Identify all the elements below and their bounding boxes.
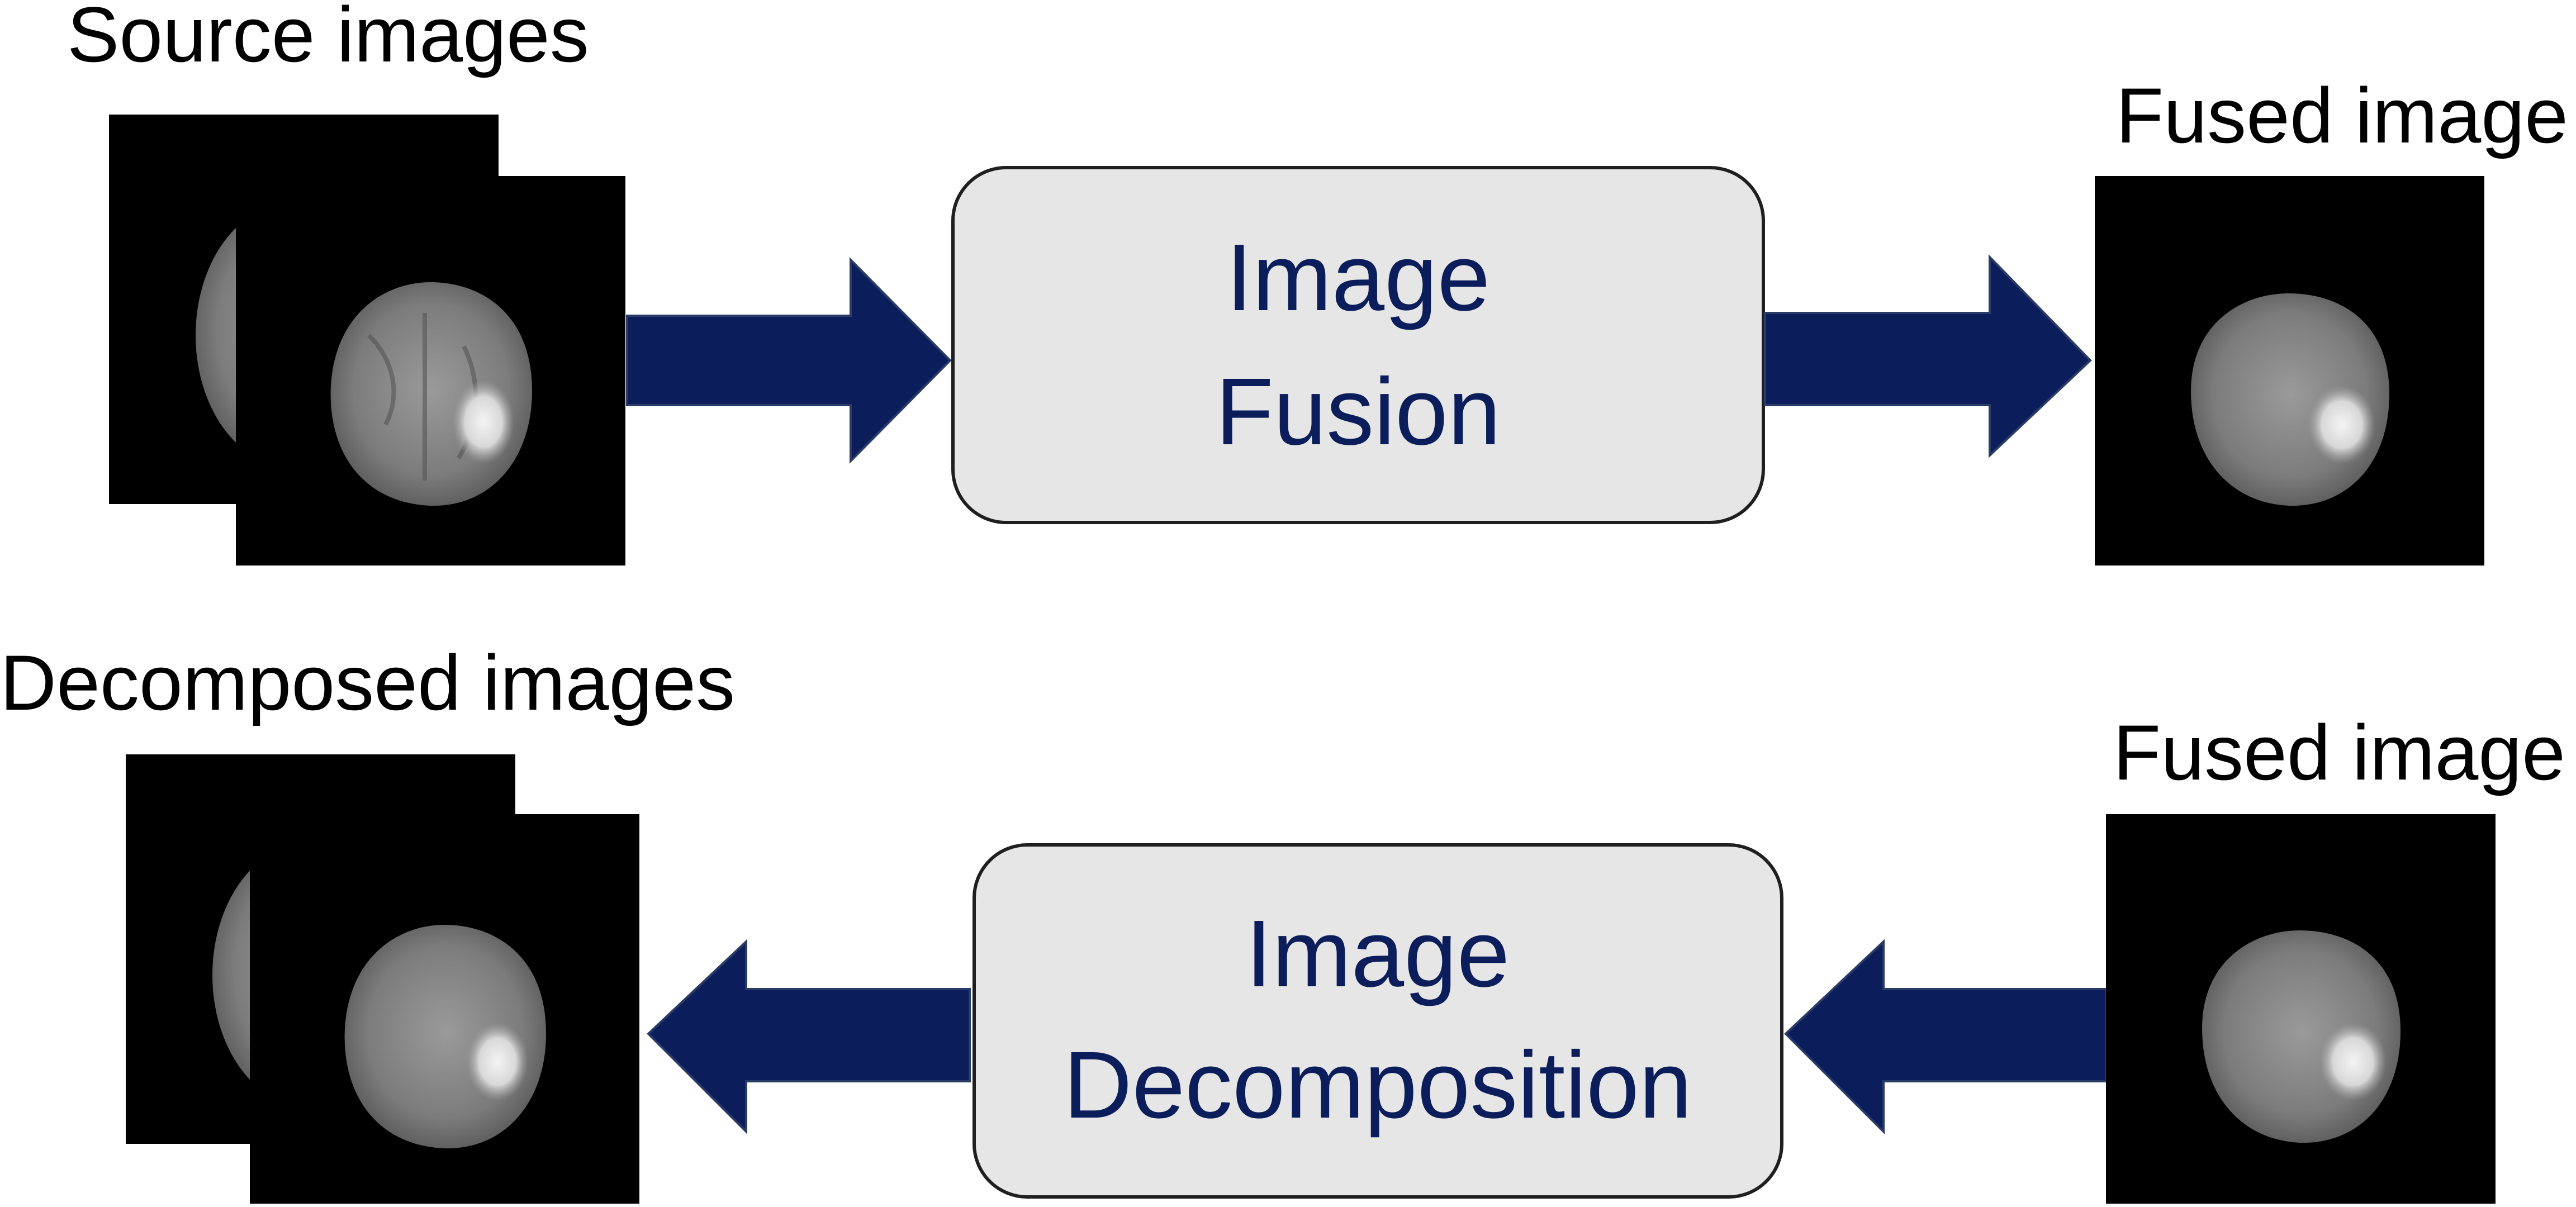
image-decomposition-line2: Decomposition	[1064, 1032, 1692, 1138]
arrow-to-decomposition-icon	[1784, 939, 2107, 1134]
image-fusion-line2: Fusion	[1216, 359, 1501, 465]
arrow-to-decomposed-images-icon	[647, 939, 971, 1134]
image-fusion-line1: Image	[1226, 225, 1490, 331]
fused-image-bottom	[2106, 814, 2496, 1204]
image-decomposition-line1: Image	[1246, 901, 1510, 1007]
arrow-to-fused-image-icon	[1764, 254, 2092, 458]
fused-image-top	[2095, 176, 2484, 566]
source-image-front	[236, 176, 625, 566]
source-images-label: Source images	[67, 0, 589, 78]
arrow-to-fusion-icon	[626, 257, 952, 464]
fused-image-label-top: Fused image	[2116, 72, 2568, 159]
decomposed-image-front	[250, 814, 639, 1204]
decomposed-images-label: Decomposed images	[0, 639, 735, 726]
fused-image-label-bottom: Fused image	[2113, 709, 2565, 796]
image-fusion-box: Image Fusion	[951, 166, 1765, 524]
image-decomposition-box: Image Decomposition	[972, 843, 1783, 1199]
